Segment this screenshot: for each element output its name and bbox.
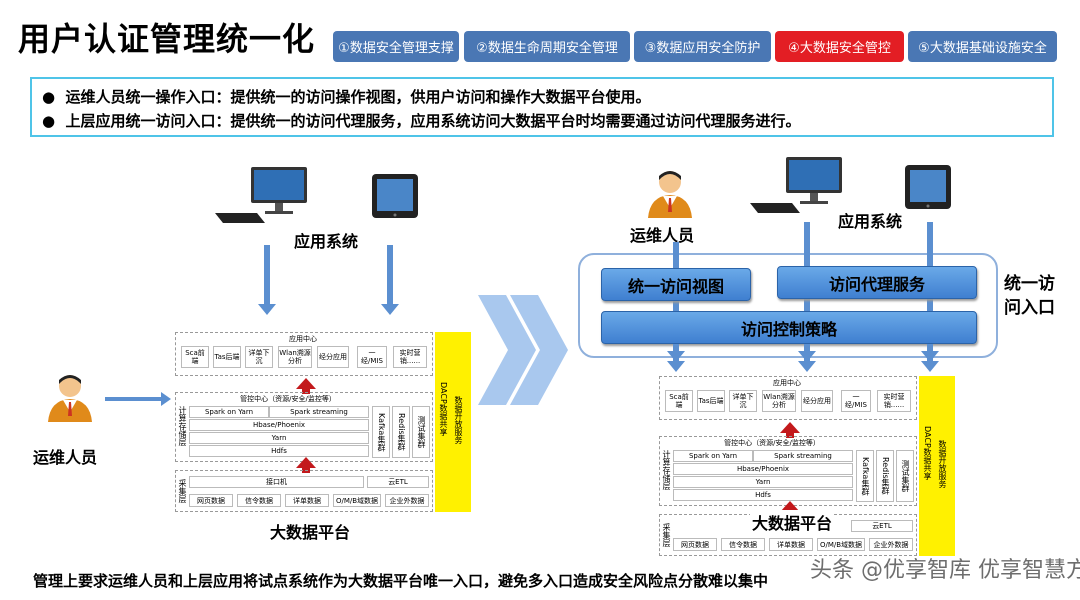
chevron-right-icon xyxy=(478,295,568,405)
proxy-service-box: 访问代理服务 xyxy=(777,266,977,299)
src-external: 企业外数据 xyxy=(385,494,429,507)
right-app-system-label: 应用系统 xyxy=(838,212,903,231)
tab-bigdata-infra[interactable]: ⑤大数据基础设施安全 xyxy=(908,31,1057,62)
ops-person-icon xyxy=(48,375,92,422)
left-arrow-right xyxy=(105,397,163,401)
tablet-icon-right xyxy=(905,165,951,209)
app-wlan: Wlan溯源分析 xyxy=(278,346,312,368)
src-omb: O/M/B域数据 xyxy=(333,494,381,507)
bullet-box: ● 运维人员统一操作入口：提供统一的访问操作视图，供用户访问和操作大数据平台使用… xyxy=(30,77,1054,137)
src-web: 网页数据 xyxy=(189,494,233,507)
yarn: Yarn xyxy=(189,432,369,444)
red-arrow-up-1 xyxy=(296,378,316,394)
monitor-icon-right xyxy=(750,157,842,213)
ops-person-icon-right xyxy=(648,171,692,218)
access-policy-box: 访问控制策略 xyxy=(601,311,977,344)
hbase: Hbase/Phoenix xyxy=(189,419,369,431)
tablet-icon xyxy=(372,174,418,218)
left-app-system-label: 应用系统 xyxy=(294,232,359,251)
cloud-etl: 云ETL xyxy=(367,476,429,488)
footer-note: 管理上要求运维人员和上层应用将试点系统作为大数据平台唯一入口，避免多入口造成安全… xyxy=(33,572,769,590)
collect-layer-label: 采集层 xyxy=(177,474,187,508)
right-platform-label: 大数据平台 xyxy=(750,510,835,534)
tab-data-app-security[interactable]: ③数据应用安全防护 xyxy=(634,31,771,62)
bullet-2: ● 上层应用统一访问入口：提供统一的访问代理服务，应用系统访问大数据平台时均需要… xyxy=(42,112,801,130)
bullet-1: ● 运维人员统一操作入口：提供统一的访问操作视图，供用户访问和操作大数据平台使用… xyxy=(42,88,651,106)
app-realtime: 实时营销...... xyxy=(393,346,427,368)
dacp-bar: DACP数据共享 数据开放服务 xyxy=(435,332,471,512)
right-platform: 应用中心 Sca前端 Tas后端 详单下沉 Wlan溯源分析 经分应用 一经/M… xyxy=(657,374,957,562)
app-mis: 一经/MIS xyxy=(357,346,387,368)
spark-on-yarn: Spark on Yarn xyxy=(189,406,269,418)
redis-cluster: Redis集群 xyxy=(392,406,410,458)
access-entry-container xyxy=(578,253,998,358)
hdfs: Hdfs xyxy=(189,445,369,457)
left-platform: 应用中心 Sca前端 Tas后端 详单下沉 Wlan溯源分析 经分应用 一经/M… xyxy=(173,330,473,518)
watermark: 头条 @优享智库 优享智慧方案 xyxy=(810,558,1080,583)
compute-layer-label: 计算存储层 xyxy=(177,400,187,452)
unified-entry-label: 统一访问入口 xyxy=(1004,274,1055,318)
tab-data-lifecycle[interactable]: ②数据生命周期安全管理 xyxy=(464,31,630,62)
tab-data-security-mgmt[interactable]: ①数据安全管理支撑 xyxy=(333,31,459,62)
app-tas: Tas后端 xyxy=(213,346,241,368)
left-arrow-down-2 xyxy=(381,245,399,315)
src-detail: 详单数据 xyxy=(285,494,329,507)
spark-streaming: Spark streaming xyxy=(269,406,369,418)
red-arrow-up-2 xyxy=(296,457,316,473)
unified-view-box: 统一访问视图 xyxy=(601,268,751,301)
page-title: 用户认证管理统一化 xyxy=(18,20,316,58)
kafka-cluster: Kafka集群 xyxy=(372,406,390,458)
src-signal: 信令数据 xyxy=(237,494,281,507)
left-platform-label: 大数据平台 xyxy=(270,523,351,542)
interface-machine: 接口机 xyxy=(189,476,364,488)
right-ops-label: 运维人员 xyxy=(630,226,695,245)
app-sca: Sca前端 xyxy=(181,346,209,368)
left-ops-label: 运维人员 xyxy=(33,448,98,467)
app-detail: 详单下沉 xyxy=(245,346,273,368)
left-arrow-down-1 xyxy=(258,245,276,315)
tab-bigdata-control[interactable]: ④大数据安全管控 xyxy=(775,31,904,62)
monitor-icon xyxy=(215,167,307,223)
app-jingfen: 经分应用 xyxy=(317,346,349,368)
control-center-label: 管控中心（资源/安全/监控等） xyxy=(233,394,343,404)
test-cluster: 测试集群 xyxy=(412,406,430,458)
app-center-label: 应用中心 xyxy=(273,334,333,344)
